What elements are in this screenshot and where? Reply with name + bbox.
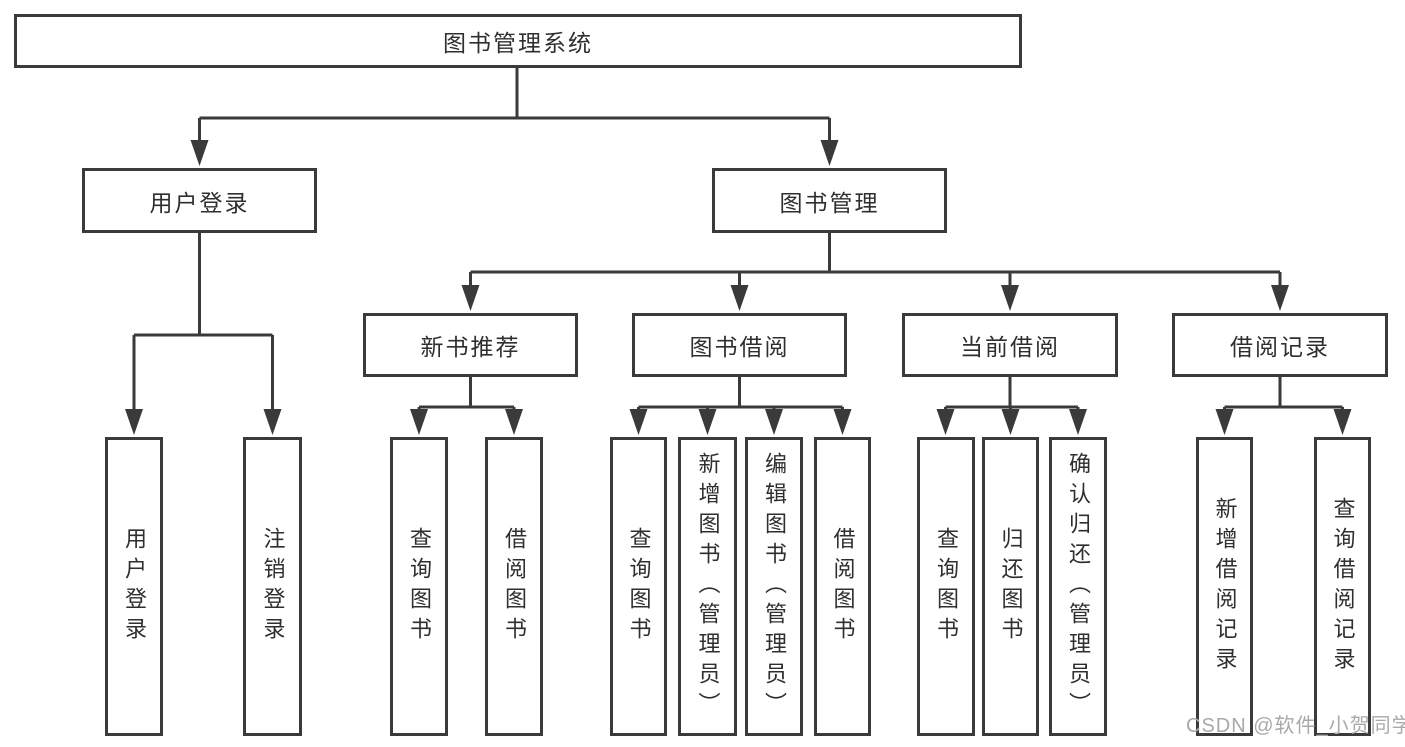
leaf-current-confirm-return-admin: 确认归还（管理员）	[1049, 437, 1107, 736]
leaf-current-query-book: 查询图书	[917, 437, 975, 736]
node-user-login: 用户登录	[82, 168, 317, 233]
leaf-borrow-add-book-admin: 新增图书（管理员）	[678, 437, 737, 736]
leaf-records-query-record-label: 查询借阅记录	[1330, 496, 1356, 677]
node-book-management: 图书管理	[712, 168, 947, 233]
node-user-login-label: 用户登录	[149, 189, 250, 216]
leaf-user-login: 用户登录	[105, 437, 163, 736]
leaf-borrow-add-book-admin-label: 新增图书（管理员）	[695, 451, 721, 722]
leaf-newrec-borrow-book-label: 借阅图书	[502, 526, 527, 647]
leaf-records-add-record: 新增借阅记录	[1196, 437, 1253, 736]
node-book-management-label: 图书管理	[779, 189, 880, 216]
leaf-borrow-edit-book-admin-label: 编辑图书（管理员）	[762, 451, 787, 722]
leaf-newrec-query-book-label: 查询图书	[407, 526, 432, 647]
node-current-borrow: 当前借阅	[902, 313, 1118, 377]
node-new-book-recommend-label: 新书推荐	[420, 334, 521, 360]
leaf-current-return-book: 归还图书	[982, 437, 1039, 736]
node-root-label: 图书管理系统	[443, 30, 593, 56]
leaf-current-query-book-label: 查询图书	[934, 526, 959, 647]
leaf-user-login-label: 用户登录	[122, 526, 147, 647]
leaf-current-confirm-return-admin-label: 确认归还（管理员）	[1066, 451, 1091, 722]
leaf-borrow-edit-book-admin: 编辑图书（管理员）	[745, 437, 803, 736]
node-book-borrow: 图书借阅	[632, 313, 847, 377]
leaf-records-query-record: 查询借阅记录	[1314, 437, 1371, 736]
csdn-watermark: CSDN @软件_小贺同学	[1186, 715, 1405, 737]
node-borrow-records: 借阅记录	[1172, 313, 1388, 377]
node-book-borrow-label: 图书借阅	[689, 334, 790, 360]
leaf-records-add-record-label: 新增借阅记录	[1212, 496, 1238, 677]
node-borrow-records-label: 借阅记录	[1230, 334, 1330, 360]
node-current-borrow-label: 当前借阅	[960, 334, 1060, 360]
node-root: 图书管理系统	[14, 14, 1022, 68]
node-new-book-recommend: 新书推荐	[363, 313, 578, 377]
leaf-borrow-query-book: 查询图书	[610, 437, 667, 736]
leaf-newrec-borrow-book: 借阅图书	[485, 437, 543, 736]
leaf-borrow-borrow-book-label: 借阅图书	[830, 526, 856, 647]
arrowheads	[125, 140, 1352, 435]
leaf-current-return-book-label: 归还图书	[998, 526, 1024, 647]
leaf-borrow-query-book-label: 查询图书	[626, 526, 652, 647]
leaf-newrec-query-book: 查询图书	[390, 437, 448, 736]
leaf-logout-label: 注销登录	[260, 526, 286, 647]
leaf-borrow-borrow-book: 借阅图书	[814, 437, 871, 736]
leaf-logout: 注销登录	[243, 437, 302, 736]
